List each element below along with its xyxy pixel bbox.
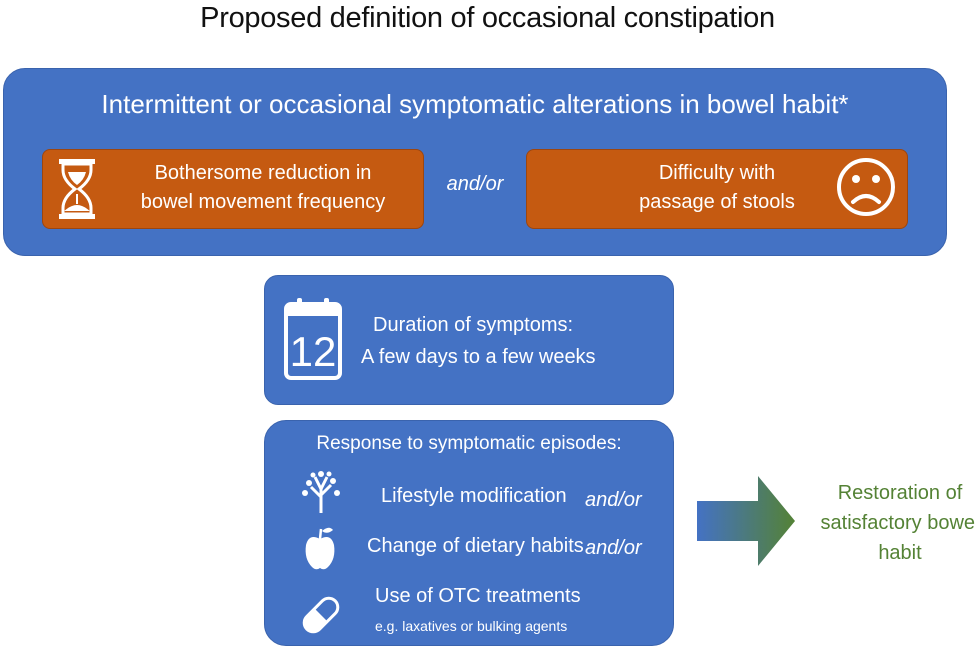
lifestyle-label: Lifestyle modification: [381, 485, 567, 507]
reduced-frequency-line2: bowel movement frequency: [140, 191, 386, 213]
page-title: Proposed definition of occasional consti…: [200, 2, 775, 34]
difficult-passage-line2: passage of stools: [639, 191, 795, 213]
outcome-line3: habit: [878, 542, 922, 564]
pill-icon: [302, 596, 340, 634]
lifestyle-connector: and/or: [585, 489, 642, 511]
sad-face-icon: [837, 158, 895, 216]
difficult-passage-box: Difficulty with passage of stools: [526, 149, 908, 229]
reduced-frequency-box: Bothersome reduction in bowel movement f…: [42, 149, 424, 229]
calendar-icon: 12: [284, 298, 342, 380]
duration-heading: Duration of symptoms:: [373, 314, 574, 336]
dietary-label: Change of dietary habits: [367, 535, 584, 557]
response-heading: Response to symptomatic episodes:: [316, 433, 622, 454]
duration-value: A few days to a few weeks: [361, 346, 596, 368]
difficult-passage-line1: Difficulty with: [658, 162, 776, 184]
response-box: Response to symptomatic episodes: Lifest…: [264, 420, 674, 646]
outcome-arrow: [697, 476, 795, 566]
hourglass-icon: [59, 159, 95, 219]
otc-label: Use of OTC treatments: [375, 585, 581, 607]
outcome-line1: Restoration of: [837, 482, 963, 504]
calendar-number: 12: [290, 328, 337, 375]
reduced-frequency-line1: Bothersome reduction in: [154, 162, 372, 184]
outcome-line2: satisfactory bowel: [820, 512, 975, 534]
duration-box: 12 Duration of symptoms: A few days to a…: [264, 275, 674, 405]
otc-note: e.g. laxatives or bulking agents: [375, 618, 568, 634]
symptom-definition-box: Intermittent or occasional symptomatic a…: [3, 68, 947, 256]
tree-icon: [302, 471, 340, 513]
outcome-text: Restoration of satisfactory bowel habit: [800, 478, 975, 568]
dietary-connector: and/or: [585, 537, 642, 559]
symptom-heading: Intermittent or occasional symptomatic a…: [101, 89, 849, 119]
top-connector: and/or: [446, 173, 504, 195]
apple-icon: [305, 527, 335, 570]
